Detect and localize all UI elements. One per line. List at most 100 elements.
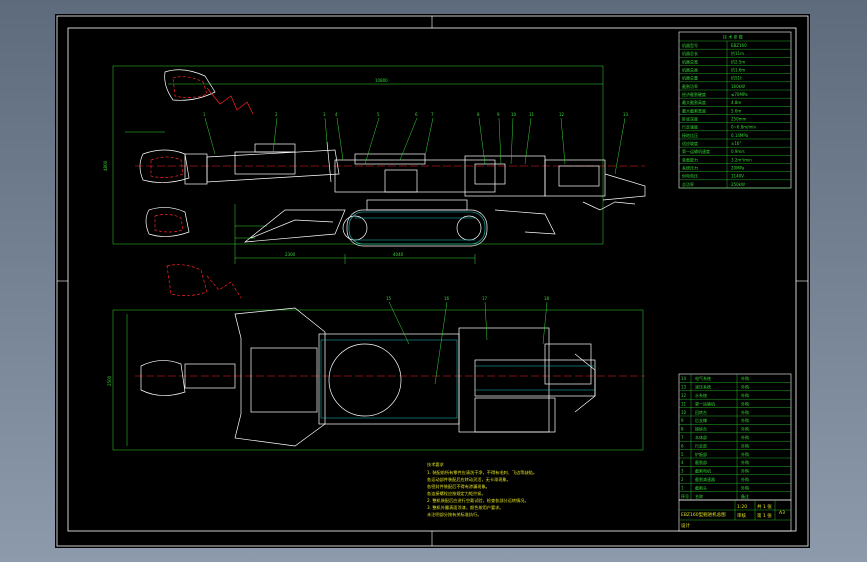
param-value: 1140V xyxy=(731,174,744,179)
part-note: 外购 xyxy=(741,417,749,423)
title-scale: 1:20 xyxy=(737,504,747,510)
note-line: 3. 整机外露表面涂漆，颜色按用户要求。 xyxy=(427,504,504,511)
part-note: 外购 xyxy=(741,384,749,390)
side-balloon-leaders xyxy=(204,117,626,175)
part-balloon-1: 1 xyxy=(203,112,206,117)
param-value: 0.14MPa xyxy=(731,133,749,138)
cutter-paths xyxy=(150,76,254,233)
part-name: 铲板部 xyxy=(695,451,707,457)
plan-balloon-leaders xyxy=(388,301,548,385)
param-value: 250mm xyxy=(731,116,747,121)
note-line: 各密封件装配后不得有渗漏现象。 xyxy=(427,483,490,490)
param-key: 最大截割高度 xyxy=(682,99,706,105)
part-balloon-4: 4 xyxy=(335,112,338,117)
param-key: 经济截割硬度 xyxy=(682,91,706,97)
part-number: 5 xyxy=(681,452,684,457)
part-balloon-11: 11 xyxy=(529,112,535,117)
param-value: 0.9m/s xyxy=(731,149,745,154)
part-note: 外购 xyxy=(741,409,749,415)
part-note: 备注 xyxy=(741,493,749,499)
frame-ticks xyxy=(57,16,808,546)
part-note: 外购 xyxy=(741,459,749,465)
part-number: 7 xyxy=(681,435,684,440)
dim-lower-length: 2300 xyxy=(285,252,296,257)
cutter-head-positions xyxy=(139,69,216,237)
title-no: 第 1 张 xyxy=(757,512,772,519)
param-key: 适应坡度 xyxy=(682,140,698,146)
param-value: 20MPa xyxy=(731,165,745,170)
param-value: 约1.6m xyxy=(731,66,745,72)
part-number: 8 xyxy=(681,427,684,432)
param-key: 机器总重 xyxy=(682,75,698,81)
plan-cutter-paths xyxy=(166,264,242,299)
part-name: 行走部 xyxy=(695,442,707,448)
part-name: 截割部 xyxy=(695,459,707,465)
part-name: 操纵台 xyxy=(695,426,707,432)
part-name: 名称 xyxy=(695,493,703,499)
param-key: 机器总宽 xyxy=(682,58,698,64)
title-drawing-name: EBZ160型掘进机总图 xyxy=(681,511,726,518)
notes-lines: 1. 装配前所有零件应清洗干净，不得有毛刺、飞边等缺陷。 各运动部件装配后应转动… xyxy=(427,469,537,518)
part-note: 外购 xyxy=(741,484,749,490)
part-note: 外购 xyxy=(741,451,749,457)
param-key: 装载能力 xyxy=(682,156,698,162)
part-number: 11 xyxy=(681,401,687,406)
note-line: 1. 装配前所有零件应清洗干净，不得有毛刺、飞边等缺陷。 xyxy=(427,469,537,476)
param-key: 卧底深度 xyxy=(682,115,698,121)
side-dimension-lines xyxy=(112,65,604,264)
side-view: 10800 4040 2300 4800 xyxy=(103,65,646,264)
part-name: 液压系统 xyxy=(695,384,711,390)
part-number: 9 xyxy=(681,418,684,423)
note-line: 2. 整机装配后应进行空载试验，检查各部分运转情况。 xyxy=(427,497,529,504)
part-balloon-2: 2 xyxy=(275,112,278,117)
note-line: 各连接螺栓应按规定力矩拧紧。 xyxy=(427,490,486,497)
param-value: 160kW xyxy=(731,84,745,89)
part-note: 外购 xyxy=(741,468,749,474)
plan-balloon-18: 18 xyxy=(544,296,550,301)
param-value: 约51t xyxy=(731,75,742,81)
dim-cut-height: 4800 xyxy=(103,160,108,171)
title-check: 审核 xyxy=(737,512,746,519)
param-value: 4.8m xyxy=(731,100,741,105)
part-name: 截割减速器 xyxy=(695,476,715,482)
part-note: 外购 xyxy=(741,400,749,406)
part-balloon-3: 3 xyxy=(323,112,326,117)
plan-balloon-15: 15 xyxy=(386,296,392,301)
note-line: 各运动部件装配后应转动灵活，无卡滞现象。 xyxy=(427,476,511,483)
machine-details-cyan xyxy=(348,211,486,245)
part-number: 1 xyxy=(681,485,684,490)
part-name: 截割头 xyxy=(695,484,707,490)
part-number: 4 xyxy=(681,460,684,465)
part-note: 外购 xyxy=(741,442,749,448)
part-number: 2 xyxy=(681,477,684,482)
param-value: 5.6m xyxy=(731,108,741,113)
param-key: 系统压力 xyxy=(682,164,698,170)
part-name: 本体部 xyxy=(695,434,707,440)
plan-details-cyan xyxy=(320,339,595,419)
part-balloon-12: 12 xyxy=(559,112,565,117)
title-size: A3 xyxy=(779,510,785,516)
param-value: 250kW xyxy=(731,182,745,187)
part-number: 6 xyxy=(681,443,684,448)
param-value: EBZ160 xyxy=(731,43,747,48)
note-line: 未注明部分按有关标准执行。 xyxy=(427,511,481,518)
part-balloon-13: 13 xyxy=(623,112,629,117)
param-key: 供电电压 xyxy=(682,173,698,179)
part-name: 第一运输机 xyxy=(695,400,715,406)
part-name: 回转台 xyxy=(695,409,707,415)
part-note: 外购 xyxy=(741,434,749,440)
dim-plan-width: 2500 xyxy=(107,375,112,386)
plan-body xyxy=(140,307,596,447)
part-number: 10 xyxy=(681,410,687,415)
param-value: ≤70MPa xyxy=(731,92,748,97)
notes-title: 技术要求 xyxy=(427,461,445,468)
param-table-title: 技 术 参 数 xyxy=(723,34,743,40)
part-note: 外购 xyxy=(741,476,749,482)
part-number: 序号 xyxy=(681,493,689,499)
